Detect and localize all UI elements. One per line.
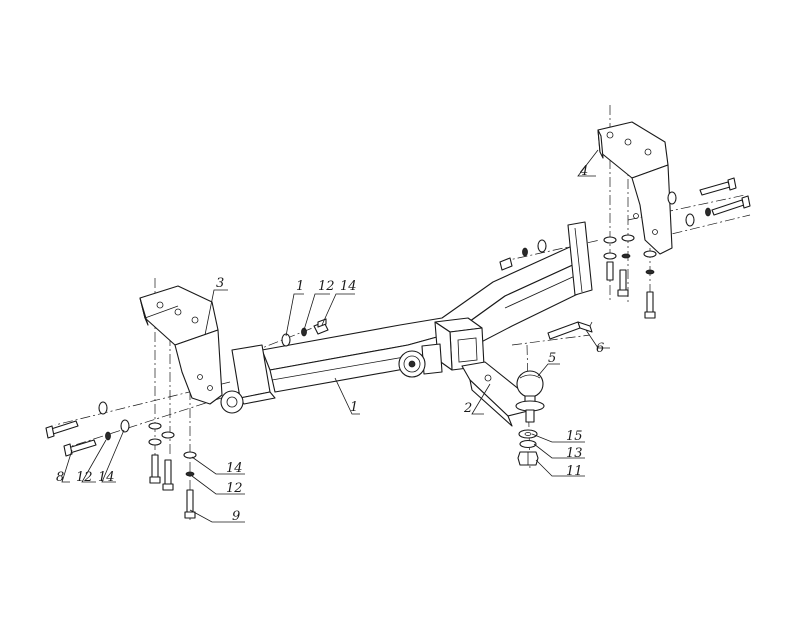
socket-bracket (398, 343, 443, 378)
callout-2: 2 (463, 401, 472, 416)
ball-mount-insert (461, 361, 533, 427)
receiver-tube (434, 317, 485, 371)
callout-13: 13 (566, 446, 583, 461)
callout-1-top: 1 (296, 279, 304, 294)
callout-leaders (61, 149, 610, 523)
callout-1-beam: 1 (350, 400, 358, 415)
callout-8: 8 (56, 470, 64, 485)
callout-9: 9 (232, 509, 240, 524)
callout-labels: 1 12 14 3 4 6 5 2 1 15 13 11 8 12 14 14 … (56, 164, 604, 524)
left-side-bracket (139, 285, 244, 414)
callout-5: 5 (548, 351, 556, 366)
callout-3: 3 (216, 276, 224, 291)
callout-15: 15 (566, 429, 583, 444)
hitch-pin (547, 321, 593, 340)
right-fasteners (499, 177, 751, 319)
callout-12-left: 12 (76, 470, 93, 485)
tow-ball (515, 370, 545, 423)
ball-fasteners (517, 429, 539, 466)
callout-11: 11 (566, 464, 583, 479)
callout-14-left: 14 (98, 470, 115, 485)
left-fasteners (45, 401, 197, 519)
right-side-bracket (597, 121, 673, 255)
callout-14-top: 14 (340, 279, 357, 294)
callout-12-bottom: 12 (226, 481, 243, 496)
callout-12-top: 12 (318, 279, 335, 294)
callout-4: 4 (579, 164, 588, 179)
callout-6: 6 (596, 341, 604, 356)
callout-14-bottom: 14 (226, 461, 243, 476)
